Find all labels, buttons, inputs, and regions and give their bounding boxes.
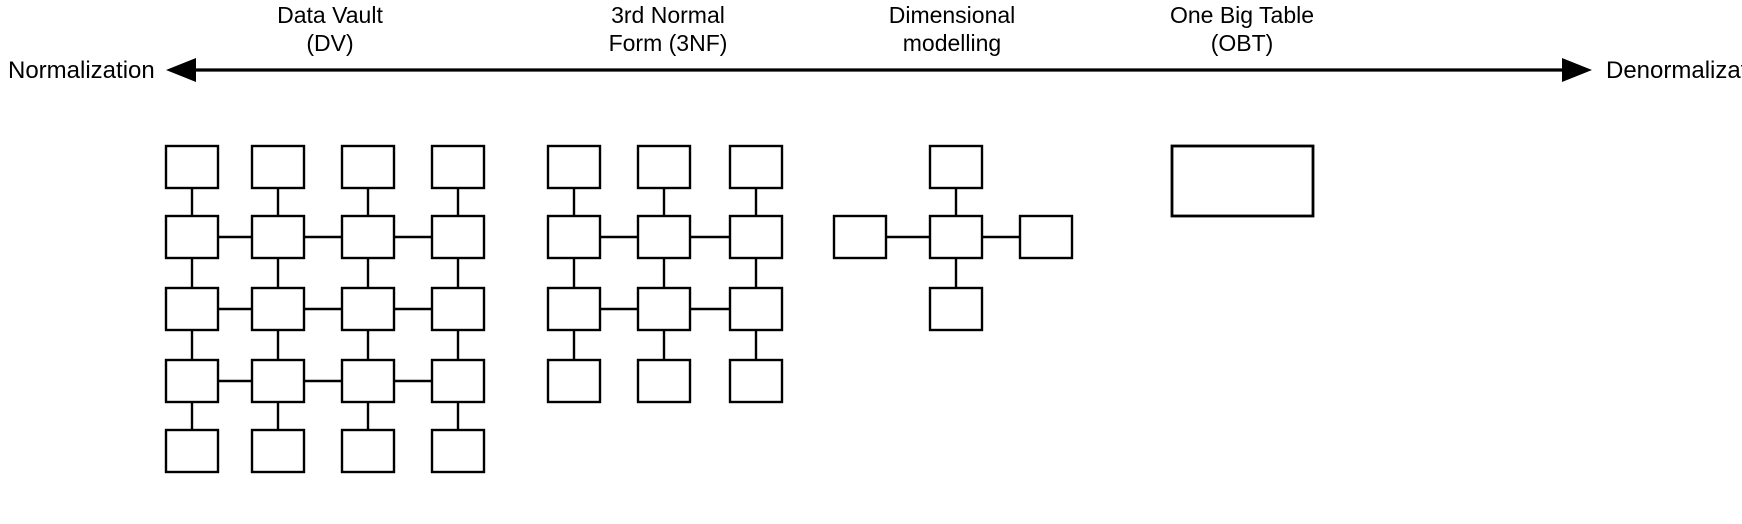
entity-box bbox=[164, 428, 220, 474]
column-label-data-vault: Data Vault (DV) bbox=[277, 2, 383, 56]
dimensional-modelling-cluster bbox=[832, 144, 1074, 332]
column-label-obt-line1: One Big Table bbox=[1170, 2, 1314, 28]
column-label-obt-line2: (OBT) bbox=[1211, 30, 1274, 56]
entity-box bbox=[164, 144, 220, 190]
dimension-box-top bbox=[928, 144, 984, 190]
column-label-third-normal-form: 3rd Normal Form (3NF) bbox=[609, 2, 728, 56]
column-label-3nf-line1: 3rd Normal bbox=[611, 2, 725, 28]
third-normal-form-cluster bbox=[546, 144, 784, 404]
entity-box bbox=[728, 358, 784, 404]
entity-box bbox=[728, 214, 784, 260]
entity-box bbox=[164, 286, 220, 332]
entity-box bbox=[164, 358, 220, 404]
entity-box bbox=[636, 144, 692, 190]
entity-box bbox=[164, 214, 220, 260]
column-label-data-vault-line1: Data Vault bbox=[277, 2, 383, 28]
column-label-3nf-line2: Form (3NF) bbox=[609, 30, 728, 56]
entity-box bbox=[250, 286, 306, 332]
entity-box bbox=[546, 214, 602, 260]
entity-box bbox=[546, 286, 602, 332]
dimension-box-left bbox=[832, 214, 888, 260]
entity-box bbox=[340, 286, 396, 332]
entity-box bbox=[340, 358, 396, 404]
column-label-dimensional-modelling: Dimensional modelling bbox=[889, 2, 1016, 56]
entity-box bbox=[430, 358, 486, 404]
fact-box-center bbox=[928, 214, 984, 260]
arrow-head-left-icon bbox=[166, 58, 196, 82]
column-label-dimensional-line2: modelling bbox=[903, 30, 1001, 56]
entity-box bbox=[430, 286, 486, 332]
column-label-one-big-table: One Big Table (OBT) bbox=[1170, 2, 1314, 56]
entity-box bbox=[430, 144, 486, 190]
one-big-table-cluster bbox=[1170, 144, 1315, 218]
data-vault-cluster bbox=[164, 144, 486, 474]
entity-box bbox=[728, 144, 784, 190]
column-label-dimensional-line1: Dimensional bbox=[889, 2, 1016, 28]
entity-box bbox=[728, 286, 784, 332]
axis-label-normalization: Normalization bbox=[8, 57, 155, 84]
entity-box bbox=[250, 358, 306, 404]
one-big-table-box bbox=[1170, 144, 1315, 218]
entity-box bbox=[340, 144, 396, 190]
entity-box bbox=[430, 214, 486, 260]
entity-box bbox=[430, 428, 486, 474]
arrow-head-right-icon bbox=[1562, 58, 1592, 82]
entity-box bbox=[250, 214, 306, 260]
entity-box bbox=[546, 144, 602, 190]
entity-box bbox=[636, 358, 692, 404]
entity-box bbox=[250, 428, 306, 474]
dimension-box-bottom bbox=[928, 286, 984, 332]
entity-box bbox=[636, 214, 692, 260]
axis-label-denormalization: Denormalization bbox=[1606, 57, 1742, 84]
column-label-data-vault-line2: (DV) bbox=[306, 30, 353, 56]
entity-box bbox=[636, 286, 692, 332]
entity-box bbox=[340, 214, 396, 260]
spectrum-axis bbox=[166, 58, 1592, 82]
entity-box bbox=[250, 144, 306, 190]
entity-box bbox=[340, 428, 396, 474]
dimension-box-right bbox=[1018, 214, 1074, 260]
entity-box bbox=[546, 358, 602, 404]
